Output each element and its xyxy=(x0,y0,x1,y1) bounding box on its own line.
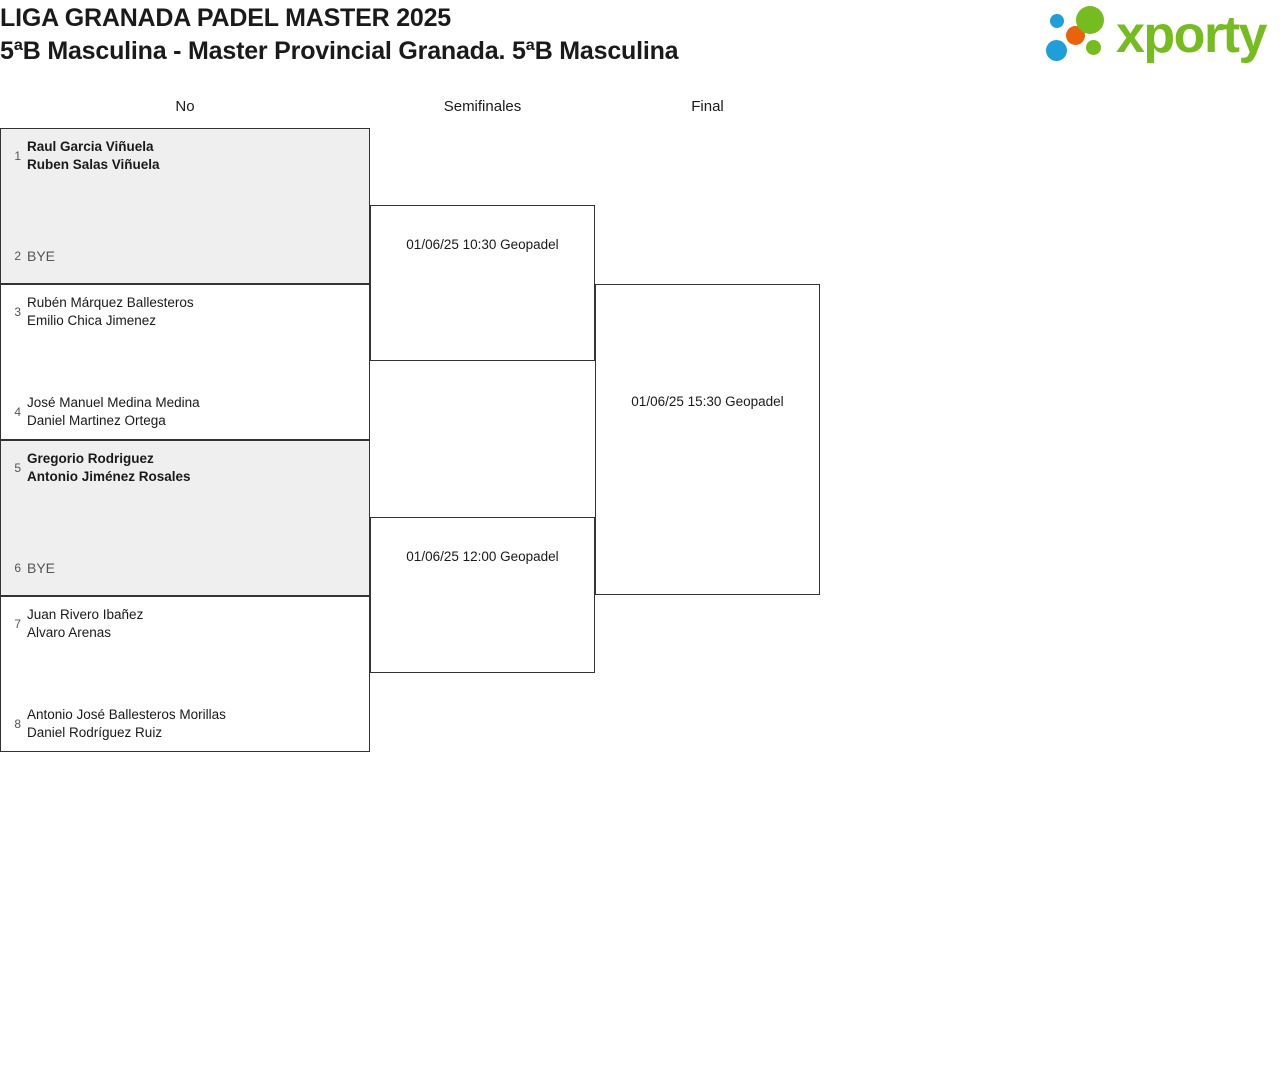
match-schedule-label: 01/06/25 10:30 Geopadel xyxy=(406,237,559,252)
page-header: LIGA GRANADA PADEL MASTER 2025 5ªB Mascu… xyxy=(0,0,1280,88)
match-box-r1-4[interactable]: 7 Juan Rivero Ibañez Alvaro Arenas 8 Ant… xyxy=(0,596,370,752)
xporty-logo[interactable]: xporty xyxy=(1046,4,1276,66)
tournament-category: 5ªB Masculina - Master Provincial Granad… xyxy=(0,37,679,65)
player-name: Gregorio Rodriguez xyxy=(27,451,154,466)
logo-dot-blue-large xyxy=(1046,40,1067,61)
match-schedule-label: 01/06/25 12:00 Geopadel xyxy=(406,549,559,564)
player-name: Alvaro Arenas xyxy=(27,625,112,640)
bracket-entry[interactable]: 7 Juan Rivero Ibañez Alvaro Arenas xyxy=(1,604,371,644)
match-box-r1-2[interactable]: 3 Rubén Márquez Ballesteros Emilio Chica… xyxy=(0,284,370,440)
player-name: Daniel Rodríguez Ruiz xyxy=(27,725,163,740)
tournament-title-block: LIGA GRANADA PADEL MASTER 2025 5ªB Mascu… xyxy=(0,2,679,68)
seed-number: 2 xyxy=(14,249,21,263)
player-name: Antonio Jiménez Rosales xyxy=(27,469,191,484)
seed-number: 8 xyxy=(14,717,21,731)
round-header-final: Final xyxy=(691,98,724,115)
round-header-no: No xyxy=(175,98,195,115)
logo-dot-green-large xyxy=(1076,6,1104,34)
logo-wordmark: xporty xyxy=(1116,6,1267,64)
logo-dots-icon xyxy=(1046,4,1118,66)
player-name: Rubén Márquez Ballesteros xyxy=(27,295,194,310)
bye-label: BYE xyxy=(27,248,56,264)
player-name: Ruben Salas Viñuela xyxy=(27,157,160,172)
bracket-entry[interactable]: 4 José Manuel Medina Medina Daniel Marti… xyxy=(1,392,371,432)
seed-number: 4 xyxy=(14,405,21,419)
team-names: Juan Rivero Ibañez Alvaro Arenas xyxy=(27,606,143,642)
player-name: Raul Garcia Viñuela xyxy=(27,139,154,154)
tournament-name: LIGA GRANADA PADEL MASTER 2025 xyxy=(0,4,452,32)
seed-number: 7 xyxy=(14,617,21,631)
match-schedule-label: 01/06/25 15:30 Geopadel xyxy=(631,394,784,409)
team-names: Rubén Márquez Ballesteros Emilio Chica J… xyxy=(27,294,194,330)
player-name: Daniel Martinez Ortega xyxy=(27,413,166,428)
bracket-entry[interactable]: 1 Raul Garcia Viñuela Ruben Salas Viñuel… xyxy=(1,136,371,176)
bracket-entry[interactable]: 3 Rubén Márquez Ballesteros Emilio Chica… xyxy=(1,292,371,332)
match-box-r1-1[interactable]: 1 Raul Garcia Viñuela Ruben Salas Viñuel… xyxy=(0,128,370,284)
bracket-entry[interactable]: 5 Gregorio Rodriguez Antonio Jiménez Ros… xyxy=(1,448,371,488)
seed-number: 5 xyxy=(14,461,21,475)
player-name: José Manuel Medina Medina xyxy=(27,395,200,410)
bye-label: BYE xyxy=(27,560,56,576)
bracket-entry[interactable]: 6 BYE xyxy=(1,548,371,588)
logo-dot-green-small xyxy=(1086,40,1101,55)
match-box-r1-3[interactable]: 5 Gregorio Rodriguez Antonio Jiménez Ros… xyxy=(0,440,370,596)
team-names: José Manuel Medina Medina Daniel Martine… xyxy=(27,394,200,430)
team-names: Antonio José Ballesteros Morillas Daniel… xyxy=(27,706,226,742)
logo-dot-blue-small xyxy=(1050,14,1064,28)
match-box-final[interactable]: 01/06/25 15:30 Geopadel xyxy=(595,284,820,595)
team-names: Raul Garcia Viñuela Ruben Salas Viñuela xyxy=(27,138,160,174)
round-header-semifinales: Semifinales xyxy=(443,98,522,115)
player-name: Antonio José Ballesteros Morillas xyxy=(27,707,226,722)
match-box-semifinal-2[interactable]: 01/06/25 12:00 Geopadel xyxy=(370,517,595,673)
player-name: Juan Rivero Ibañez xyxy=(27,607,144,622)
team-names: Gregorio Rodriguez Antonio Jiménez Rosal… xyxy=(27,450,191,486)
seed-number: 1 xyxy=(14,149,21,163)
bracket-entry[interactable]: 2 BYE xyxy=(1,236,371,276)
player-name: Emilio Chica Jimenez xyxy=(27,313,157,328)
seed-number: 3 xyxy=(14,305,21,319)
seed-number: 6 xyxy=(14,561,21,575)
match-box-semifinal-1[interactable]: 01/06/25 10:30 Geopadel xyxy=(370,205,595,361)
bracket-entry[interactable]: 8 Antonio José Ballesteros Morillas Dani… xyxy=(1,704,371,744)
